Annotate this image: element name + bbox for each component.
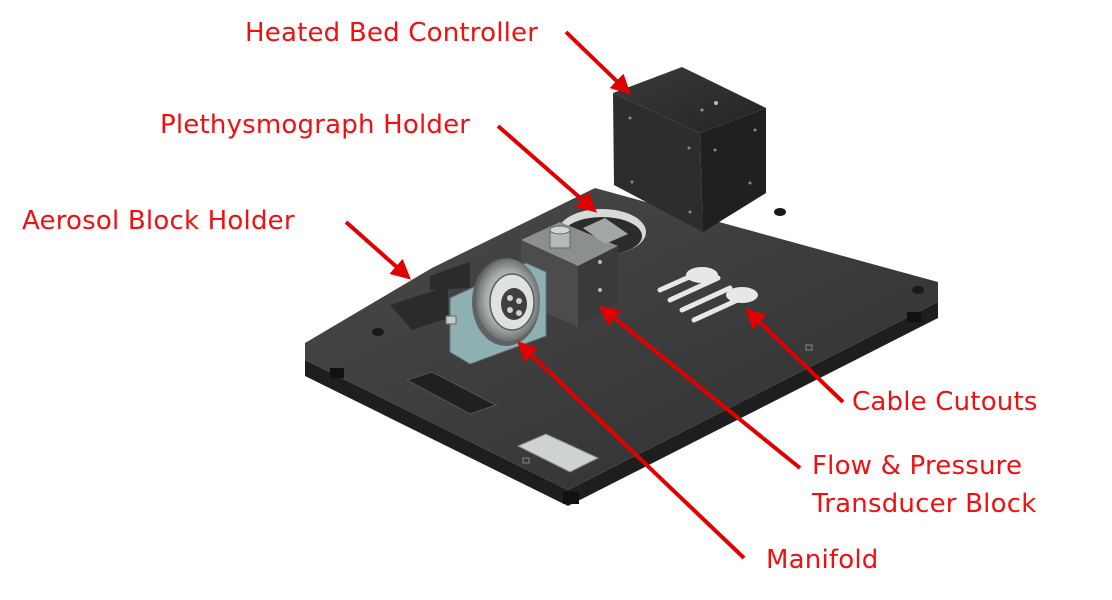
aerosol-block-holder [390,262,470,330]
arrow-aerosol-block-holder [344,220,411,280]
label-aerosol-block-holder: Aerosol Block Holder [22,206,295,236]
label-flow-pressure-line1: Flow & Pressure [812,451,1023,481]
mounting-hole [774,208,786,216]
label-heated-bed-controller: Heated Bed Controller [245,18,539,48]
label-plethysmograph-holder: Plethysmograph Holder [160,110,471,140]
mounting-hole [912,286,924,294]
arrow-plethysmograph-holder [496,124,598,213]
arrow-cable-cutouts [745,308,845,404]
label-flow-pressure-line2: Transducer Block [812,489,1037,519]
alignment-mark [522,457,530,464]
label-cable-cutouts: Cable Cutouts [852,387,1038,417]
recessed-slot [405,371,498,415]
label-manifold: Manifold [766,545,879,575]
arrow-manifold [517,341,746,560]
callout-arrows [344,30,845,560]
alignment-mark [805,344,813,351]
manifold [445,258,547,365]
plate-top-face [305,188,938,490]
cable-cutouts [657,267,758,323]
mounting-hole [372,328,384,336]
label-flow-pressure-transducer-block: Flow & Pressure Transducer Block [812,447,1036,523]
arrow-flow-pressure-transducer [598,305,802,470]
base-plate [305,188,938,506]
heated-bed-controller [613,67,766,232]
arrow-heated-bed-controller [564,30,631,95]
label-plate [516,433,600,473]
